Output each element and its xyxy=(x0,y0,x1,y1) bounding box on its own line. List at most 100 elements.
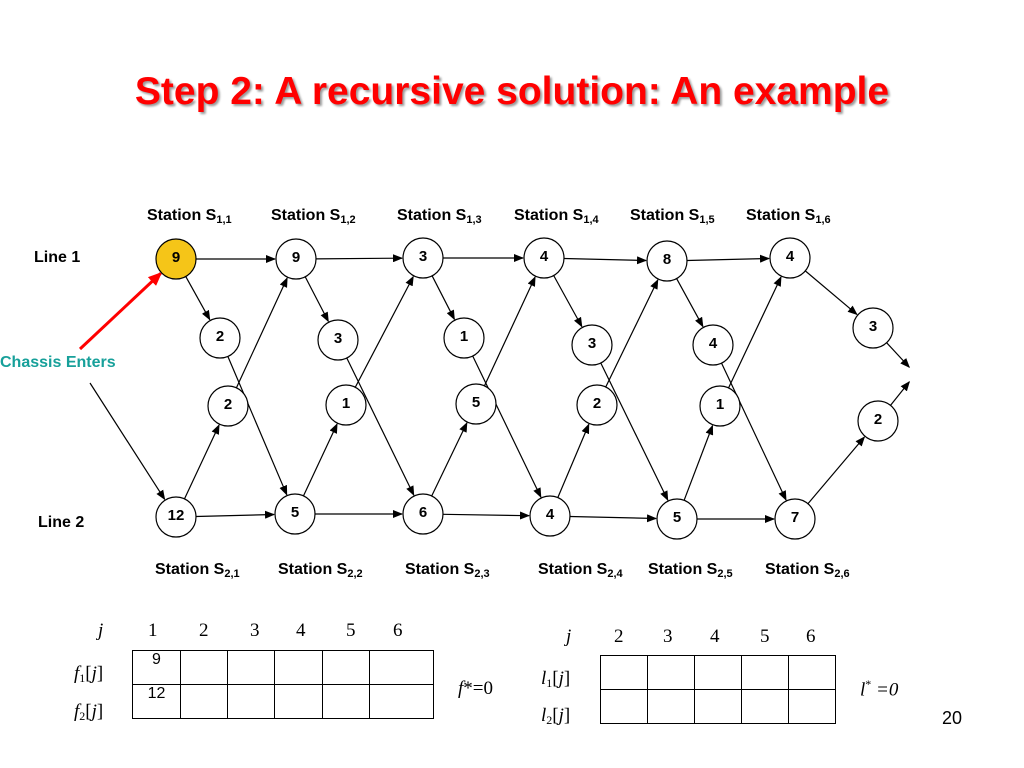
station-s1-2: 9 xyxy=(275,238,317,280)
f-table-row-2: 12 xyxy=(132,684,434,719)
transfer-1to2-out-5 xyxy=(720,362,787,501)
station-s2-6-value: 7 xyxy=(791,509,799,526)
station-label-s2-6: Station S2,6 xyxy=(765,561,850,580)
exit-line-2-value: 2 xyxy=(874,411,882,428)
station-s2-1-circle xyxy=(155,496,197,538)
station-s2-2-value: 5 xyxy=(291,504,299,521)
transfer-1to2-in-5 xyxy=(676,278,704,328)
transfer-1to2-4-circle xyxy=(571,324,613,366)
transfer-2to1-out-2 xyxy=(354,275,414,388)
f-table-cell-1-3 xyxy=(227,650,275,685)
f2-row-label: f2[j] xyxy=(74,701,104,723)
station-s1-6-value: 4 xyxy=(786,248,795,265)
exit-line-1-circle xyxy=(852,307,894,349)
station-s1-5-circle xyxy=(646,240,688,282)
f-table-col-header-5: 5 xyxy=(346,620,356,641)
transfer-2to1-1-circle xyxy=(207,385,249,427)
page-number: 20 xyxy=(941,708,962,728)
l-table-cell-2-1 xyxy=(600,689,648,724)
transfer-2to1-1: 2 xyxy=(207,385,249,427)
transfer-2to1-out-3 xyxy=(483,276,536,387)
transfer-1to2-5-value: 4 xyxy=(709,335,718,352)
transfer-1to2-in-1 xyxy=(185,276,211,321)
station-label-s2-2: Station S2,2 xyxy=(278,561,363,580)
transfer-1to2-out-4 xyxy=(600,362,669,502)
chassis-enters-label: Chassis Enters xyxy=(0,354,116,371)
transfer-2to1-1-value: 2 xyxy=(224,396,232,413)
station-s2-3-value: 6 xyxy=(419,504,427,521)
transfer-1to2-2-value: 3 xyxy=(334,330,342,347)
f-table-col-header-6: 6 xyxy=(393,620,403,641)
station-s2-4: 4 xyxy=(529,495,571,537)
page-title: Step 2: A recursive solution: An example xyxy=(134,70,890,113)
l-table-col-header-3: 3 xyxy=(663,626,673,647)
transfer-1to2-out-1 xyxy=(227,356,288,496)
station-s1-4-value: 4 xyxy=(540,248,549,265)
f1-row-label: f1[j] xyxy=(74,663,104,685)
l-table-cell-1-4 xyxy=(741,655,789,690)
exit-line-1: 3 xyxy=(852,307,894,349)
station-s1-3: 3 xyxy=(402,237,444,279)
exit-line-2-in xyxy=(807,436,866,505)
station-s2-1: 12 xyxy=(155,496,197,538)
station-label-s1-3: Station S1,3 xyxy=(397,207,482,226)
transfer-1to2-out-3 xyxy=(472,355,542,498)
station-label-s1-4: Station S1,4 xyxy=(514,207,599,226)
transfer-1to2-in-2 xyxy=(304,276,329,323)
f-table-cell-2-4 xyxy=(274,684,323,719)
line-1-edge-2 xyxy=(315,254,404,263)
transfer-1to2-in-4 xyxy=(553,275,583,328)
f-table-j-header: j xyxy=(98,620,104,641)
station-label-s1-6: Station S1,6 xyxy=(746,207,831,226)
f-table-cell-1-2 xyxy=(180,650,228,685)
exit-line-2-out xyxy=(890,381,911,406)
transfer-1to2-2: 3 xyxy=(317,319,359,361)
transfer-1to2-4-value: 3 xyxy=(588,335,596,352)
f-table-cell-1-5 xyxy=(322,650,370,685)
station-s2-3: 6 xyxy=(402,493,444,535)
exit-line-1-in xyxy=(804,270,858,316)
f-table-cell-1-1: 9 xyxy=(132,650,181,685)
line-2-edge-3 xyxy=(442,511,531,520)
station-s1-1-value: 9 xyxy=(172,249,180,266)
line-2-edge-1 xyxy=(195,510,276,519)
transfer-2to1-out-4 xyxy=(605,278,659,388)
station-s2-6-circle xyxy=(774,498,816,540)
chassis-entry-red-arrow xyxy=(78,271,163,351)
transfer-2to1-3-value: 5 xyxy=(472,394,480,411)
f-table-cell-1-6 xyxy=(369,650,434,685)
station-label-s1-2: Station S1,2 xyxy=(271,207,356,226)
station-s1-5-value: 8 xyxy=(663,251,671,268)
station-s2-5-value: 5 xyxy=(673,509,681,526)
transfer-1to2-3-value: 1 xyxy=(460,328,468,345)
station-s2-2: 5 xyxy=(274,493,316,535)
transfer-2to1-2-value: 1 xyxy=(342,395,350,412)
transfer-1to2-4: 3 xyxy=(571,324,613,366)
station-s1-3-circle xyxy=(402,237,444,279)
l-table xyxy=(600,655,836,724)
station-label-s2-4: Station S2,4 xyxy=(538,561,623,580)
line-1-edge-4 xyxy=(563,256,648,265)
transfer-2to1-in-5 xyxy=(683,424,714,501)
l-table-col-header-6: 6 xyxy=(806,626,816,647)
station-s1-1: 9 xyxy=(155,238,197,280)
station-label-s1-1: Station S1,1 xyxy=(147,207,232,226)
f-table-row-1: 9 xyxy=(132,650,434,685)
transfer-2to1-5-value: 1 xyxy=(716,396,724,413)
station-label-s2-5: Station S2,5 xyxy=(648,561,733,580)
exit-line-1-out xyxy=(886,342,911,368)
station-s1-6: 4 xyxy=(769,237,811,279)
station-s1-4: 4 xyxy=(523,237,565,279)
f-table-cell-2-3 xyxy=(227,684,275,719)
l-table-cell-2-3 xyxy=(694,689,742,724)
transfer-2to1-out-5 xyxy=(728,276,782,389)
station-label-s1-5: Station S1,5 xyxy=(630,207,715,226)
station-s1-2-circle xyxy=(275,238,317,280)
transfer-1to2-3-circle xyxy=(443,317,485,359)
transfer-2to1-3: 5 xyxy=(455,383,497,425)
station-s2-2-circle xyxy=(274,493,316,535)
transfer-2to1-in-3 xyxy=(431,422,468,497)
transfer-1to2-2-circle xyxy=(317,319,359,361)
f-table-cell-2-2 xyxy=(180,684,228,719)
